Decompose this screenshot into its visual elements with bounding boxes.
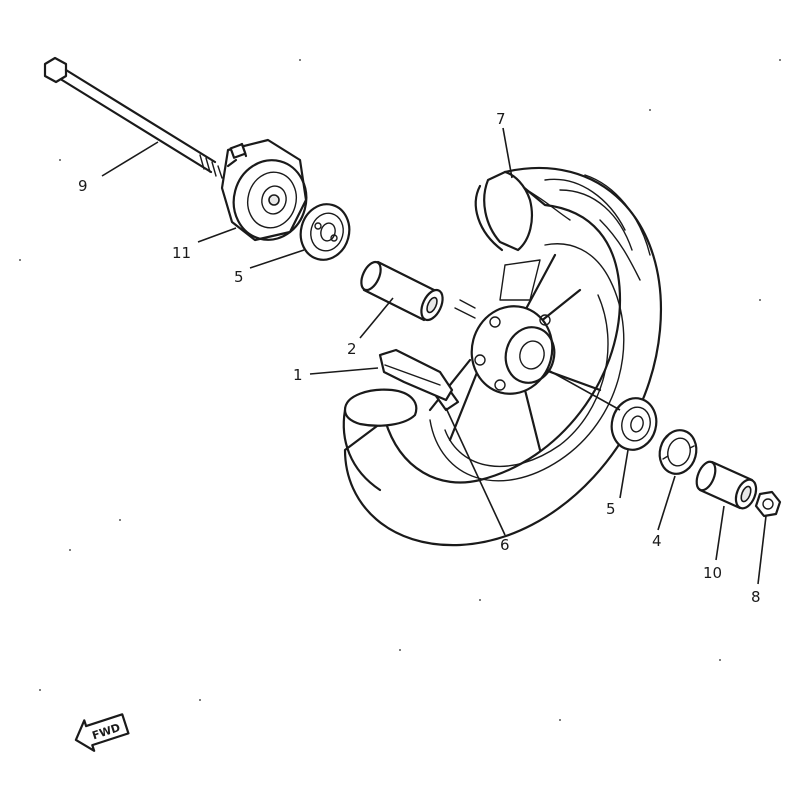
spacer <box>695 460 758 510</box>
label-part-10: 10 <box>703 564 722 582</box>
label-part-7: 7 <box>496 110 506 128</box>
scan-noise <box>19 59 781 721</box>
label-part-11: 11 <box>172 244 191 262</box>
flange <box>378 348 454 402</box>
label-part-8: 8 <box>751 588 761 606</box>
axle <box>43 56 223 179</box>
label-part-1: 1 <box>293 366 303 384</box>
part-labels: 9 11 5 2 1 7 6 5 4 10 8 <box>78 110 761 606</box>
bearing-left <box>299 203 351 261</box>
bearing-right <box>610 397 658 451</box>
gear-unit <box>220 138 308 242</box>
label-part-5-upper: 5 <box>234 268 244 286</box>
collar-spacer <box>360 260 444 322</box>
label-part-6: 6 <box>500 536 510 554</box>
label-part-4: 4 <box>652 532 662 550</box>
label-part-5-lower: 5 <box>606 500 616 518</box>
label-part-9: 9 <box>78 177 88 195</box>
label-part-2: 2 <box>347 340 357 358</box>
oil-seal <box>658 429 698 475</box>
fwd-arrow: FWD <box>74 713 130 752</box>
wheel-assembly <box>342 166 663 547</box>
axle-nut <box>754 490 782 518</box>
leader-lines <box>101 127 767 585</box>
